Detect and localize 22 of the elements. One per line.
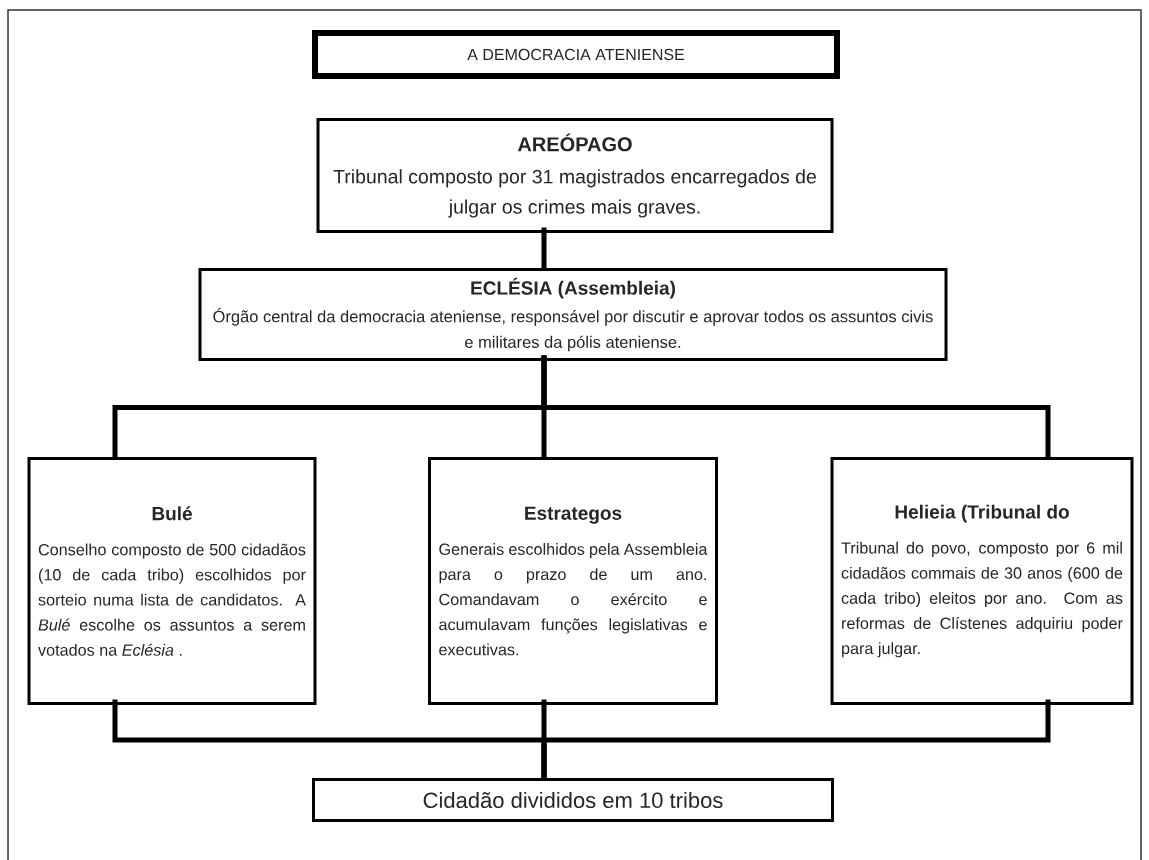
- text-box: [27, 457, 317, 705]
- box-heading: Bulé: [152, 506, 192, 521]
- box-description: Órgão central da democracia ateniense, responsável por discutir e aprovar todos os assuntos civis e militares da pólis ateniense.: [213, 307, 933, 352]
- connector-line: [541, 227, 547, 271]
- box-description: Tribunal do povo, composto por 6 mil cidadãos commais de 30 anos (600 de cada tribo) eleitos por ano. Com as reformas de Clístenes adquiriu poder para julgar.: [841, 541, 1123, 658]
- box-heading: Helieia (Tribunal do: [895, 504, 1069, 523]
- box-heading: ECLÉSIA (Assembleia): [471, 277, 675, 299]
- text-box: [312, 778, 834, 822]
- box-heading: Estrategos: [525, 506, 622, 524]
- box-heading: AREÓPAGO: [517, 133, 632, 152]
- box-label: A DEMOCRACIA ATENIENSE: [467, 48, 685, 61]
- connector-line: [541, 355, 1051, 460]
- box-description: Generais escolhidos pela Assembleia para o prazo de um ano. Comandavam o exército e acumulavam funções legislativas e executivas.: [439, 543, 708, 656]
- box-description: Tribunal composto por 31 magistrados encarregados de julgar os crimes mais graves.: [333, 169, 816, 218]
- connector-line: [541, 699, 1051, 781]
- text-box: [830, 457, 1134, 705]
- text-box: [316, 118, 834, 233]
- box-label: Cidadão divididos em 10 tribos: [423, 791, 723, 809]
- box-description: Conselho composto de 500 cidadãos (10 de cada tribo) escolhidos por sorteio numa lista de candidatos. A Bulé escolhe os assuntos a serem votados na Eclésia .: [38, 543, 306, 656]
- text-box: [428, 457, 718, 705]
- text-box: [198, 268, 948, 361]
- title-box: [312, 30, 840, 79]
